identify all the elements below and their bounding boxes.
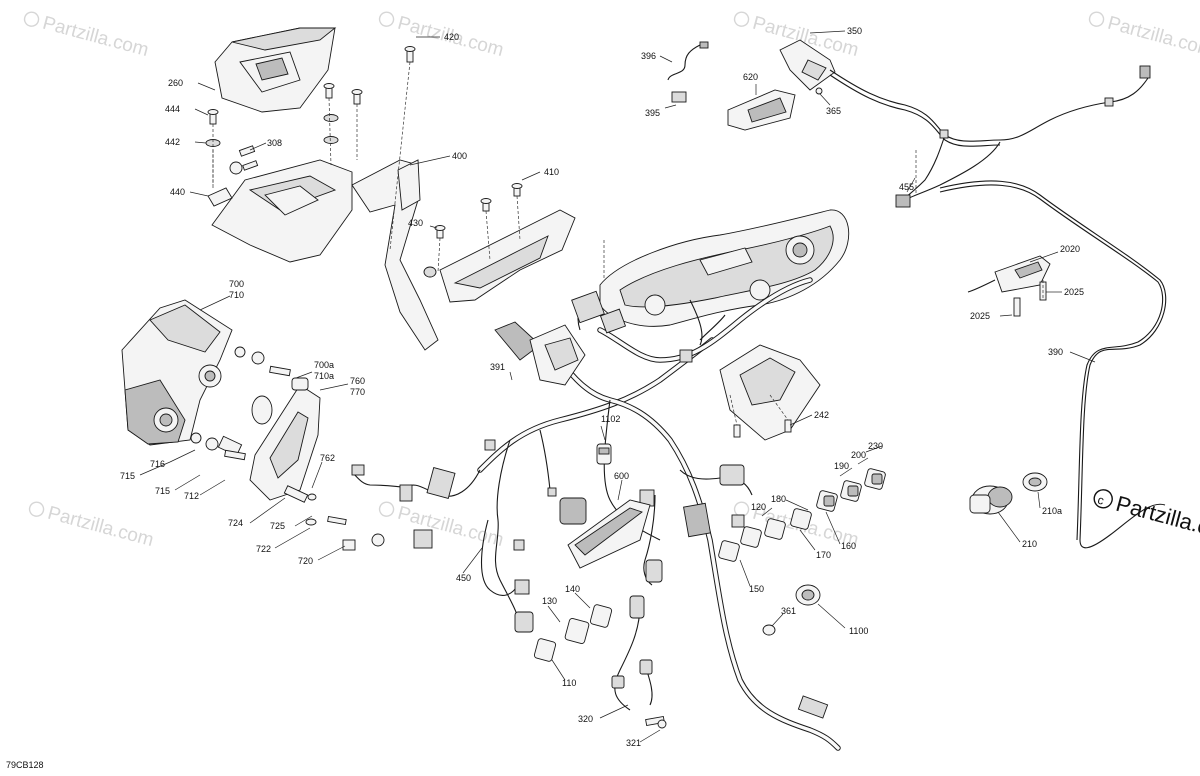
callout-labels: 420 350 396 620 395 365 260 444 442 308 … (120, 26, 1084, 748)
watermark: Partzilla.com (378, 11, 506, 61)
svg-text:c: c (1096, 493, 1105, 508)
callout-label: 150 (749, 584, 764, 594)
screw-group-top (205, 46, 416, 147)
dashed-guide-lines (212, 61, 1044, 426)
callout-label: 350 (847, 26, 862, 36)
callout-label: 2020 (1060, 244, 1080, 254)
callout-label: 110 (562, 678, 576, 688)
callout-label: 410 (544, 167, 559, 177)
callout-label: 170 (816, 550, 831, 560)
part-1100-socket (762, 584, 821, 636)
callout-label: 700a (314, 360, 334, 370)
callout-label: 725 (270, 521, 285, 531)
watermark: Partzilla.com (23, 11, 151, 61)
callout-label: 2025 (1064, 287, 1084, 297)
callout-label: 120 (751, 502, 766, 512)
callout-label: 180 (771, 494, 786, 504)
callout-label: 700 (229, 279, 244, 289)
svg-text:Partzilla.com: Partzilla.com (1105, 13, 1200, 61)
callout-label: 230 (868, 441, 883, 451)
callout-label: 391 (490, 362, 505, 372)
part-620-module (727, 89, 796, 131)
callout-label: 430 (408, 218, 423, 228)
callout-label: 260 (168, 78, 183, 88)
callout-label: 308 (267, 138, 282, 148)
callout-label: 770 (350, 387, 365, 397)
copyright-mark: c Partzilla.com (1093, 489, 1200, 548)
part-600-ecu (567, 499, 651, 569)
callout-label: 395 (645, 108, 660, 118)
callout-label: 716 (150, 459, 165, 469)
callout-label: 396 (641, 51, 656, 61)
callout-label: 440 (170, 187, 185, 197)
callout-label: 160 (841, 541, 856, 551)
callout-label: 200 (851, 450, 866, 460)
callout-label: 390 (1048, 347, 1063, 357)
part-tray-bracket (207, 159, 439, 351)
callout-label: 455 (899, 182, 914, 192)
switch-group (533, 468, 886, 662)
callout-label: 400 (452, 151, 467, 161)
callout-label: 365 (826, 106, 841, 116)
callout-label: 130 (542, 596, 557, 606)
callout-label: 210a (1042, 506, 1062, 516)
callout-label: 321 (626, 738, 641, 748)
callout-label: 620 (743, 72, 758, 82)
harness-top-right (829, 65, 1151, 208)
callout-label: 190 (834, 461, 849, 471)
part-320-harness (611, 595, 667, 729)
callout-label: 320 (578, 714, 593, 724)
part-700-headlight (121, 299, 291, 461)
svg-text:Partzilla.com: Partzilla.com (395, 503, 505, 551)
callout-label: 1102 (601, 414, 620, 424)
part-390-cable (939, 180, 1167, 549)
callout-label: 710 (229, 290, 244, 300)
watermark: Partzilla.com (1088, 11, 1200, 61)
part-242-bracket (719, 344, 821, 441)
callout-label: 450 (456, 573, 471, 583)
callout-label: 442 (165, 137, 180, 147)
callout-label: 444 (165, 104, 180, 114)
callout-label: 762 (320, 453, 335, 463)
part-410-bracket (423, 183, 576, 303)
part-396-harness (667, 41, 709, 103)
svg-text:Partzilla.com: Partzilla.com (40, 13, 150, 61)
part-1102-connector (596, 443, 612, 465)
callout-label: 361 (781, 606, 796, 616)
callout-label: 712 (184, 491, 199, 501)
callout-label: 210 (1022, 539, 1037, 549)
part-260-cover (214, 27, 337, 113)
callout-label: 724 (228, 518, 243, 528)
callout-label: 1100 (849, 626, 868, 636)
callout-label: 722 (256, 544, 271, 554)
callout-label: 2025 (970, 311, 990, 321)
watermark: Partzilla.com (28, 501, 156, 551)
part-2020-module (967, 255, 1051, 317)
leader-lines (139, 30, 1096, 743)
part-350-connector (779, 39, 836, 95)
callout-label: 600 (614, 471, 629, 481)
callout-label: 715 (155, 486, 170, 496)
diagram-id: 79CB128 (6, 760, 44, 770)
svg-text:Partzilla.com: Partzilla.com (45, 503, 155, 551)
part-308-screw (229, 145, 259, 175)
callout-label: 720 (298, 556, 313, 566)
callout-label: 140 (565, 584, 580, 594)
callout-label: 715 (120, 471, 135, 481)
part-210-switch (969, 472, 1048, 515)
copyright-text: Partzilla.com (1113, 491, 1200, 548)
part-760-bracket (249, 377, 356, 551)
callout-label: 710a (314, 371, 334, 381)
callout-label: 760 (350, 376, 365, 386)
part-right-headlight (599, 209, 850, 327)
harness-connectors (351, 290, 829, 719)
callout-label: 242 (814, 410, 829, 420)
callout-label: 420 (444, 32, 459, 42)
